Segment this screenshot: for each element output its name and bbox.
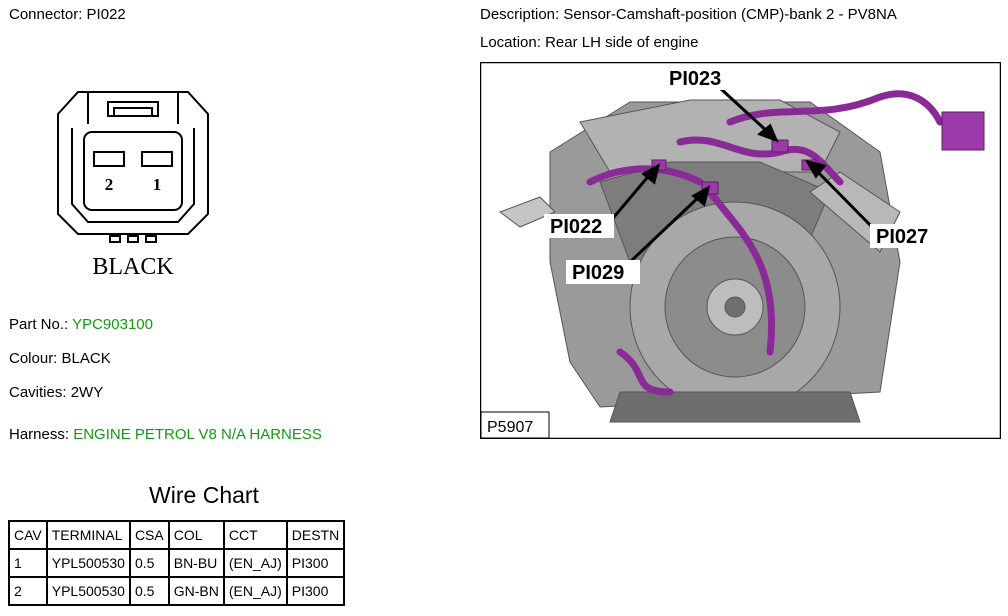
column-header: COL [167,520,225,550]
cavities-label: Cavities: [9,384,67,401]
table-row: 2 YPL500530 0.5 GN-BN (EN_AJ) PI300 [8,576,346,606]
wire-chart-title: Wire Chart [149,482,259,508]
connector-value: PI022 [86,6,126,23]
table-cell: BN-BU [167,548,225,578]
colour-line: Colour: BLACK [9,350,111,367]
part-number-value: YPC903100 [72,316,153,333]
column-header: CAV [8,520,48,550]
location-line: Location: Rear LH side of engine [480,34,699,51]
table-cell: YPL500530 [45,548,131,578]
table-cell: 2 [8,576,48,606]
table-cell: (EN_AJ) [222,576,288,606]
colour-value: BLACK [61,350,111,367]
description-line: Description: Sensor-Camshaft-position (C… [480,6,897,23]
table-header-row: CAV TERMINAL CSA COL CCT DESTN [8,520,346,550]
cavities-value: 2WY [70,384,104,401]
harness-label: Harness: [9,426,70,443]
description-label: Description: [480,6,560,23]
figure-id-label: P5907 [487,419,533,436]
cavities-line: Cavities: 2WY [9,384,103,401]
callout-pi027: PI027 [876,226,928,248]
part-number-label: Part No.: [9,316,69,333]
table-cell: 0.5 [128,548,170,578]
table-cell: 0.5 [128,576,170,606]
pin-1-label: 1 [153,175,162,194]
column-header: DESTN [285,520,346,550]
callout-pi023: PI023 [669,68,721,90]
column-header: TERMINAL [45,520,131,550]
colour-label: Colour: [9,350,58,367]
table-cell: PI300 [285,548,346,578]
callout-pi022: PI022 [550,216,602,238]
column-header: CCT [222,520,288,550]
callout-pi029: PI029 [572,262,624,284]
table-row: 1 YPL500530 0.5 BN-BU (EN_AJ) PI300 [8,548,346,578]
location-value: Rear LH side of engine [545,34,699,51]
pin-2-label: 2 [105,175,114,194]
harness-value: ENGINE PETROL V8 N/A HARNESS [73,426,322,443]
table-cell: (EN_AJ) [222,548,288,578]
location-label: Location: [480,34,541,51]
table-cell: PI300 [285,576,346,606]
harness-line: Harness: ENGINE PETROL V8 N/A HARNESS [9,426,322,443]
connector-face-drawing: 2 1 BLACK [57,91,209,280]
engine-location-photo: PI023 PI022 PI029 PI027 P5907 [480,62,1001,439]
description-value: Sensor-Camshaft-position (CMP)-bank 2 - … [563,6,897,23]
connector-label: Connector: [9,6,83,23]
wire-chart-table: CAV TERMINAL CSA COL CCT DESTN 1 YPL5005… [8,520,346,606]
table-cell: 1 [8,548,48,578]
table-cell: YPL500530 [45,576,131,606]
part-number-line: Part No.: YPC903100 [9,316,153,333]
column-header: CSA [128,520,170,550]
table-cell: GN-BN [167,576,225,606]
connector-heading: Connector: PI022 [9,6,126,23]
connector-colour-caption: BLACK [92,254,174,280]
